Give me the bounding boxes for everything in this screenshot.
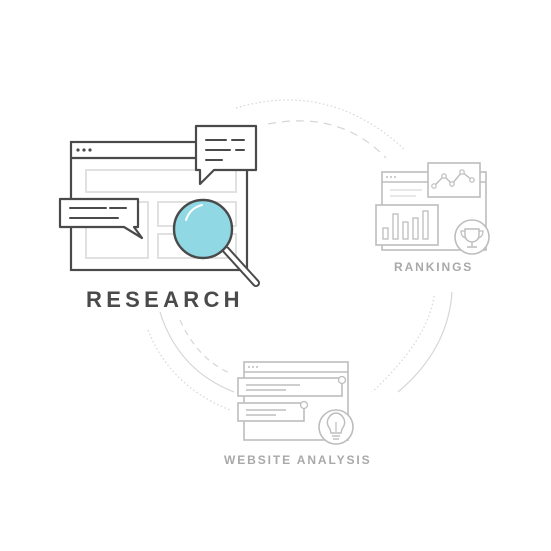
speech-bubble-left-lines (69, 207, 127, 219)
arc-right-inner (371, 295, 435, 393)
website-analysis-label: WEBSITE ANALYSIS (224, 453, 372, 467)
magnifying-glass-icon (172, 198, 260, 287)
rankings-label: RANKINGS (394, 260, 474, 274)
speech-bubble-lines (205, 139, 245, 161)
arc-left-inner (147, 329, 231, 411)
list-card-icon (237, 400, 309, 422)
bar-chart-icon (375, 204, 439, 246)
research-icon-group (58, 124, 260, 287)
arc-left-dashed (179, 319, 233, 375)
arc-left-outer (159, 311, 235, 393)
rankings-icon-group (375, 162, 490, 255)
window-content-lines (390, 189, 422, 197)
arc-top-dashed (267, 120, 387, 159)
arc-right-outer (397, 291, 453, 393)
window-dots (386, 176, 396, 178)
line-chart-icon (427, 162, 481, 198)
cycle-arcs (147, 99, 453, 411)
window-dots (76, 148, 92, 152)
lightbulb-icon (318, 409, 354, 445)
research-label: RESEARCH (86, 287, 244, 312)
website-analysis-icon-group (237, 361, 354, 445)
list-card-icon (237, 375, 347, 397)
window-dots (248, 366, 258, 368)
arc-top-dotted (235, 99, 406, 151)
trophy-icon (454, 219, 490, 255)
